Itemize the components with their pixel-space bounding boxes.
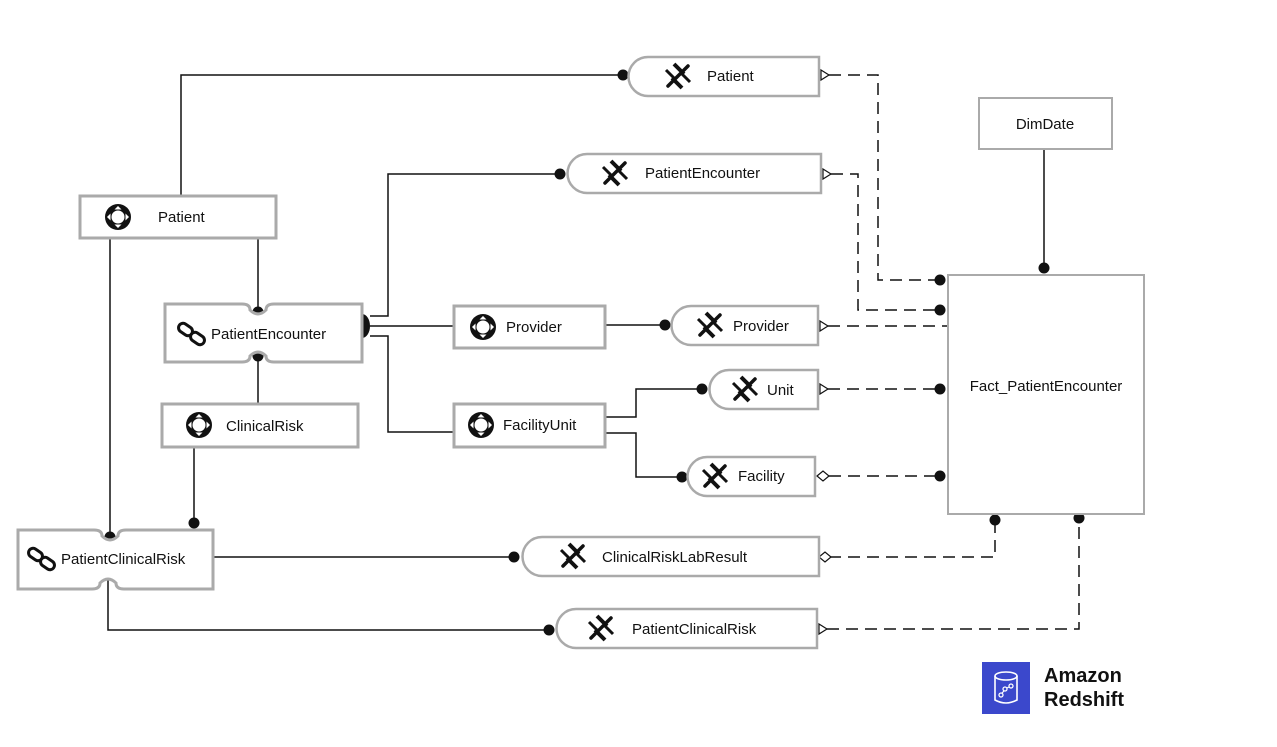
endpoint-dot bbox=[934, 470, 946, 482]
satellite-clinical-risk-lab-result[interactable]: ClinicalRiskLabResult bbox=[521, 535, 821, 578]
hub-icon bbox=[470, 314, 496, 340]
dashed-sat-clinicalrisk-to-fact bbox=[827, 520, 1080, 630]
dimension-dim-date[interactable]: DimDate bbox=[978, 97, 1113, 150]
endpoint-open-triangle bbox=[820, 68, 831, 82]
hub-facility-unit[interactable]: FacilityUnit bbox=[452, 402, 607, 449]
brand-line-2: Redshift bbox=[1044, 689, 1124, 711]
endpoint-open-triangle bbox=[818, 622, 829, 636]
satellite-label: PatientClinicalRisk bbox=[632, 621, 757, 638]
endpoint-dot bbox=[676, 471, 688, 483]
endpoint-dot bbox=[696, 383, 708, 395]
hub-icon bbox=[105, 204, 131, 230]
endpoint-dot bbox=[508, 551, 520, 563]
satellite-label: PatientEncounter bbox=[645, 165, 760, 182]
hub-provider[interactable]: Provider bbox=[452, 304, 607, 350]
link-patient-encounter[interactable]: PatientEncounter bbox=[163, 302, 364, 364]
endpoint-half-disc bbox=[362, 314, 370, 338]
dashed-sat-labresult-to-fact bbox=[829, 522, 996, 558]
satellite-facility[interactable]: Facility bbox=[686, 455, 817, 498]
endpoint-open-diamond bbox=[818, 551, 832, 563]
satellite-label: Facility bbox=[738, 468, 785, 485]
satellite-unit[interactable]: Unit bbox=[708, 368, 820, 411]
hub-clinical-risk[interactable]: ClinicalRisk bbox=[160, 402, 360, 449]
hub-label: Patient bbox=[158, 209, 206, 226]
connector-link-encounter-to-hub-facilityunit bbox=[370, 335, 454, 433]
connector-hub-patient-to-sat-patient bbox=[180, 74, 622, 196]
endpoint-dot bbox=[989, 514, 1001, 526]
satellite-label: ClinicalRiskLabResult bbox=[602, 549, 748, 566]
connector-hub-facilityunit-to-sat-facility bbox=[605, 432, 681, 478]
satellite-provider[interactable]: Provider bbox=[670, 304, 820, 347]
hub-label: FacilityUnit bbox=[503, 417, 577, 434]
satellite-patient-clinical-risk[interactable]: PatientClinicalRisk bbox=[555, 607, 819, 650]
endpoint-open-triangle bbox=[819, 319, 830, 333]
connector-hub-facilityunit-to-sat-unit bbox=[605, 388, 701, 418]
dashed-sat-encounter-to-fact bbox=[831, 173, 938, 311]
amazon-redshift-icon bbox=[982, 662, 1030, 714]
amazon-redshift-logo: Amazon Redshift bbox=[982, 658, 1182, 718]
hub-icon bbox=[468, 412, 494, 438]
endpoint-open-diamond bbox=[816, 470, 830, 482]
satellite-patient[interactable]: Patient bbox=[627, 55, 821, 98]
link-label: PatientClinicalRisk bbox=[61, 551, 186, 568]
dashed-connectors bbox=[827, 74, 1080, 630]
solid-connectors bbox=[107, 74, 1045, 631]
endpoint-dot bbox=[617, 69, 629, 81]
satellite-label: Unit bbox=[767, 382, 795, 399]
satellite-patient-encounter[interactable]: PatientEncounter bbox=[566, 152, 823, 195]
endpoint-open-triangle bbox=[822, 167, 833, 181]
endpoint-dot bbox=[1073, 512, 1085, 524]
satellite-label: Patient bbox=[707, 68, 755, 85]
endpoint-dot bbox=[934, 383, 946, 395]
link-patient-clinical-risk[interactable]: PatientClinicalRisk bbox=[16, 528, 215, 591]
hub-icon bbox=[186, 412, 212, 438]
endpoint-dot bbox=[543, 624, 555, 636]
fact-label: Fact_PatientEncounter bbox=[970, 378, 1123, 395]
hub-patient[interactable]: Patient bbox=[78, 194, 278, 240]
endpoint-dot bbox=[188, 517, 200, 529]
hub-label: ClinicalRisk bbox=[226, 418, 304, 435]
dimension-label: DimDate bbox=[1016, 116, 1074, 133]
fact-patient-encounter[interactable]: Fact_PatientEncounter bbox=[947, 274, 1145, 515]
endpoint-dot bbox=[554, 168, 566, 180]
endpoint-open-triangle bbox=[819, 382, 830, 396]
endpoint-dot bbox=[1038, 262, 1050, 274]
endpoint-dot bbox=[934, 304, 946, 316]
connector-endpoints bbox=[104, 68, 1085, 636]
amazon-redshift-wordmark: Amazon Redshift bbox=[1044, 664, 1124, 712]
endpoint-dot bbox=[659, 319, 671, 331]
dashed-sat-patient-to-fact bbox=[829, 74, 938, 281]
hub-label: Provider bbox=[506, 319, 562, 336]
connector-link-clinicalrisk-to-sat-clinicalrisk bbox=[107, 577, 549, 631]
connector-link-encounter-to-sat-encounter bbox=[370, 173, 560, 317]
brand-line-1: Amazon bbox=[1044, 665, 1122, 687]
endpoint-dot bbox=[934, 274, 946, 286]
satellite-label: Provider bbox=[733, 318, 789, 335]
link-label: PatientEncounter bbox=[211, 326, 326, 343]
